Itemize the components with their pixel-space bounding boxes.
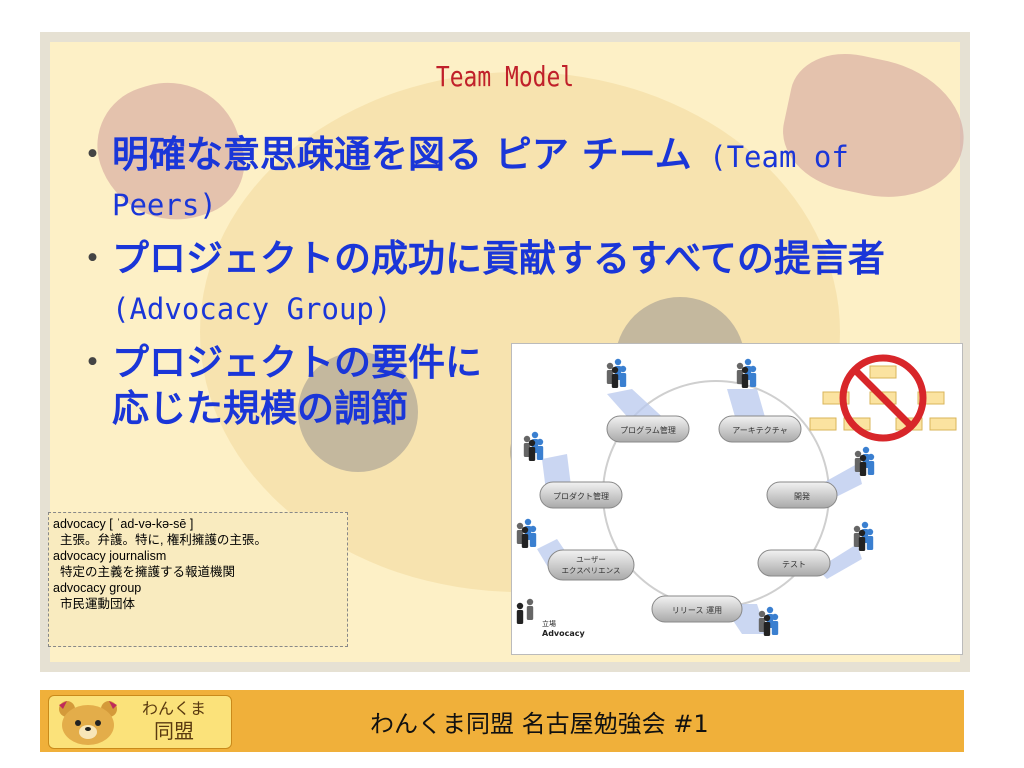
bullet-item: ・ プロジェクトの成功に貢献するすべての提言者 (Advocacy Group) xyxy=(66,236,966,332)
definition-line: advocacy journalism xyxy=(53,549,167,563)
definition-line: 特定の主義を擁護する報道機関 xyxy=(53,565,235,579)
bullet-dot: ・ xyxy=(74,237,111,280)
definition-line: 市民運動団体 xyxy=(53,597,135,611)
bullet-item: ・ 明確な意思疎通を図る ピア チーム (Team of Peers) xyxy=(66,132,966,228)
node-test: テスト xyxy=(757,549,831,577)
bullet-latin: (Team of Peers) xyxy=(112,140,849,222)
advocacy-legend: 立場 Advocacy xyxy=(516,598,586,638)
node-architecture: アーキテクチャ xyxy=(718,415,802,443)
bear-eye-left-watermark xyxy=(298,352,418,472)
bullet-latin: (Advocacy Group) xyxy=(112,292,392,326)
people-group-icon xyxy=(737,359,756,388)
people-group-icon xyxy=(517,519,536,548)
node-label: 開発 xyxy=(794,492,810,501)
logo-line2: 同盟 xyxy=(154,719,194,743)
definition-line: advocacy [ ˈad-və-kə-sē ] xyxy=(53,517,194,531)
slide-title: Team Model xyxy=(435,60,575,93)
node-release-operations: リリース 運用 xyxy=(651,595,743,623)
diagram-svg: プログラム管理 アーキテクチャ プロダクト管理 開発 ユーザー エクスペリエンス xyxy=(516,344,962,638)
node-label: プログラム管理 xyxy=(620,425,676,435)
definition-line: 主張。弁護。特に, 権利擁護の主張。 xyxy=(53,533,267,547)
team-model-diagram: プログラム管理 アーキテクチャ プロダクト管理 開発 ユーザー エクスペリエンス xyxy=(511,343,963,655)
logo-line1: わんくま xyxy=(141,699,206,718)
legend-jp: 立場 xyxy=(542,619,556,628)
bullet-text: プロジェクトの成功に貢献するすべての提言者 xyxy=(112,237,885,280)
node-program-management: プログラム管理 xyxy=(606,415,690,443)
node-label: アーキテクチャ xyxy=(732,426,787,435)
definition-line: advocacy group xyxy=(53,581,142,595)
logo-text: わんくま 同盟 xyxy=(129,698,219,742)
wankuma-logo: わんくま 同盟 xyxy=(48,695,232,749)
no-hierarchy-icon xyxy=(809,354,957,442)
definition-box: advocacy [ ˈad-və-kə-sē ] 主張。弁護。特に, 権利擁護… xyxy=(48,512,348,647)
people-group-icon xyxy=(759,607,778,636)
people-group-icon xyxy=(524,432,543,461)
node-label: ユーザー xyxy=(576,555,606,564)
node-label: リリース 運用 xyxy=(672,606,722,615)
legend-en: Advocacy xyxy=(542,629,586,638)
node-product-management: プロダクト管理 xyxy=(539,481,623,509)
bullet-dot: ・ xyxy=(74,133,111,176)
bullet-item: ・ プロジェクトの要件に応じた規模の調節 xyxy=(66,340,512,432)
slide: Team Model ・ 明確な意思疎通を図る ピア チーム (Team of … xyxy=(40,32,970,672)
node-label: プロダクト管理 xyxy=(553,491,609,501)
bear-logo-icon xyxy=(59,701,117,745)
footer-title: わんくま同盟 名古屋勉強会 #1 xyxy=(370,710,709,738)
people-group-icon xyxy=(854,522,873,551)
node-user-experience: ユーザー エクスペリエンス xyxy=(547,549,635,581)
footer-bar: わんくま 同盟 わんくま同盟 名古屋勉強会 #1 xyxy=(40,690,964,752)
bullet-dot: ・ xyxy=(74,341,111,384)
people-group-icon xyxy=(607,359,626,388)
node-label: テスト xyxy=(782,560,806,569)
bullet-text: プロジェクトの要件に応じた規模の調節 xyxy=(112,341,482,430)
node-development: 開発 xyxy=(766,481,838,509)
bullet-list: ・ 明確な意思疎通を図る ピア チーム (Team of Peers) ・ プロ… xyxy=(66,132,966,440)
node-label: エクスペリエンス xyxy=(561,566,620,575)
bullet-text: 明確な意思疎通を図る ピア チーム xyxy=(112,133,692,176)
